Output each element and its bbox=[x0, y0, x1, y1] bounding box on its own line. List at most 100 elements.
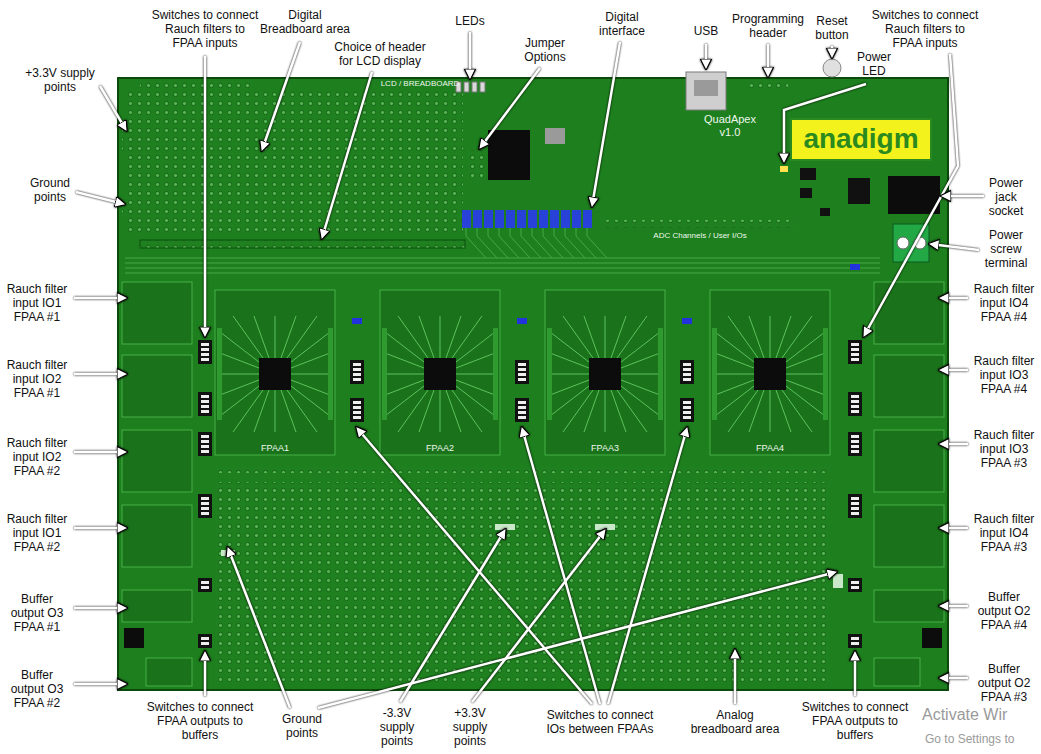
leader-line bbox=[831, 46, 834, 57]
leader-line bbox=[100, 86, 126, 130]
lcd-header bbox=[140, 240, 465, 248]
dip-switch bbox=[848, 340, 862, 364]
regulator bbox=[848, 178, 870, 204]
blue-component bbox=[850, 264, 860, 270]
analog-breadboard bbox=[215, 482, 830, 682]
reset-button bbox=[823, 59, 841, 77]
leader-line bbox=[322, 72, 372, 238]
ground-points bbox=[122, 196, 132, 216]
digital-interface bbox=[462, 210, 594, 228]
usb-socket bbox=[686, 72, 726, 110]
board-marking: LCD / BREADBOARD bbox=[370, 79, 470, 88]
lcd-header bbox=[140, 81, 250, 89]
leader-line bbox=[74, 527, 126, 530]
buffer-area bbox=[122, 590, 192, 622]
watermark-text: Go to Settings to bbox=[925, 732, 1037, 746]
logo-box: anadigm bbox=[790, 118, 932, 161]
pcb-traces bbox=[466, 228, 607, 258]
fpaa-chip bbox=[547, 316, 663, 432]
buffer-chip bbox=[922, 628, 942, 648]
leader-line bbox=[74, 373, 126, 376]
watermark-text: Activate Wir bbox=[922, 706, 1040, 725]
dip-switch bbox=[515, 398, 529, 422]
dip-switch bbox=[198, 340, 212, 364]
callout-label: Buffer output O2 FPAA #4 bbox=[971, 590, 1037, 632]
leader-line bbox=[940, 369, 968, 372]
leader-line bbox=[592, 42, 620, 206]
rauch-filter-area bbox=[122, 282, 192, 344]
capacitor bbox=[820, 208, 830, 216]
supply-pad bbox=[595, 524, 615, 530]
terminal-screw bbox=[897, 237, 909, 249]
fpaa-module bbox=[215, 290, 335, 455]
board-marking: FPAA4 bbox=[750, 443, 790, 454]
adc-header bbox=[605, 220, 795, 228]
leader-line bbox=[74, 683, 126, 686]
dip-switch bbox=[198, 578, 212, 592]
leader-line bbox=[940, 605, 968, 608]
fpaa-module bbox=[545, 290, 665, 455]
callout-label: Buffer output O3 FPAA #1 bbox=[4, 592, 70, 634]
board-marking: FPAA1 bbox=[255, 443, 295, 454]
dip-switch bbox=[680, 360, 694, 384]
board-marking: ADC Channels / User I/Os bbox=[630, 231, 770, 240]
callout-label: Switches to connect Rauch filters to FPA… bbox=[150, 8, 260, 50]
leader-line bbox=[942, 195, 984, 198]
callout-label: Ground points bbox=[20, 176, 80, 204]
buffer-area bbox=[146, 658, 192, 686]
module-header bbox=[215, 466, 830, 473]
board-marking: QuadApex v1.0 bbox=[700, 113, 760, 139]
regulator bbox=[800, 188, 812, 198]
callout-label: Switches to connect Rauch filters to FPA… bbox=[870, 8, 980, 50]
buffer-area bbox=[874, 590, 944, 622]
callout-label: Reset button bbox=[807, 14, 857, 42]
supply-pad bbox=[495, 524, 515, 530]
callout-label: Digital Breadboard area bbox=[258, 8, 353, 36]
fpaa-chip bbox=[712, 316, 828, 432]
power-led bbox=[780, 166, 788, 172]
leader-line bbox=[480, 68, 540, 148]
dip-switch bbox=[350, 398, 364, 422]
leader-line bbox=[734, 650, 737, 704]
supply-points bbox=[122, 126, 132, 154]
leader-line bbox=[76, 192, 124, 204]
rauch-filter-area bbox=[122, 355, 192, 417]
blue-component bbox=[682, 318, 692, 324]
fpaa-chip bbox=[217, 316, 333, 432]
dip-switch bbox=[848, 494, 862, 518]
dip-switch bbox=[515, 360, 529, 384]
callout-label: Digital interface bbox=[592, 10, 652, 38]
callout-label: USB bbox=[686, 24, 726, 38]
board-marking: FPAA3 bbox=[585, 443, 625, 454]
callout-label: -3.3V supply points bbox=[372, 706, 422, 748]
leader-line bbox=[74, 451, 126, 454]
ground-pad bbox=[833, 574, 843, 588]
dip-switch bbox=[848, 634, 862, 648]
callout-label: Ground points bbox=[272, 712, 332, 740]
dip-switch bbox=[198, 392, 212, 416]
leader-line bbox=[608, 428, 687, 704]
callout-label: Rauch filter input IO1 FPAA #1 bbox=[4, 282, 70, 324]
led bbox=[464, 82, 469, 92]
led bbox=[472, 82, 477, 92]
callout-label: Switches to connect FPAA outputs to buff… bbox=[145, 700, 255, 742]
callout-label: Rauch filter input IO2 FPAA #1 bbox=[4, 358, 70, 400]
callout-label: Jumper Options bbox=[515, 36, 575, 64]
pcb-board bbox=[118, 78, 948, 690]
callout-label: +3.3V supply points bbox=[18, 66, 102, 94]
leader-line bbox=[930, 244, 979, 250]
callout-label: Switches to connect FPAA outputs to buff… bbox=[800, 700, 910, 742]
leader-line bbox=[472, 530, 605, 702]
leader-line bbox=[400, 530, 505, 702]
rauch-filter-area bbox=[874, 282, 944, 344]
fpaa-module bbox=[710, 290, 830, 455]
leader-line bbox=[522, 428, 600, 704]
leader-line bbox=[940, 677, 968, 680]
logo-text: anadigm bbox=[802, 123, 920, 155]
callout-label: Rauch filter input IO3 FPAA #4 bbox=[971, 354, 1037, 396]
dip-switch bbox=[350, 360, 364, 384]
callout-label: Power LED bbox=[851, 50, 897, 78]
rauch-filter-area bbox=[874, 430, 944, 492]
